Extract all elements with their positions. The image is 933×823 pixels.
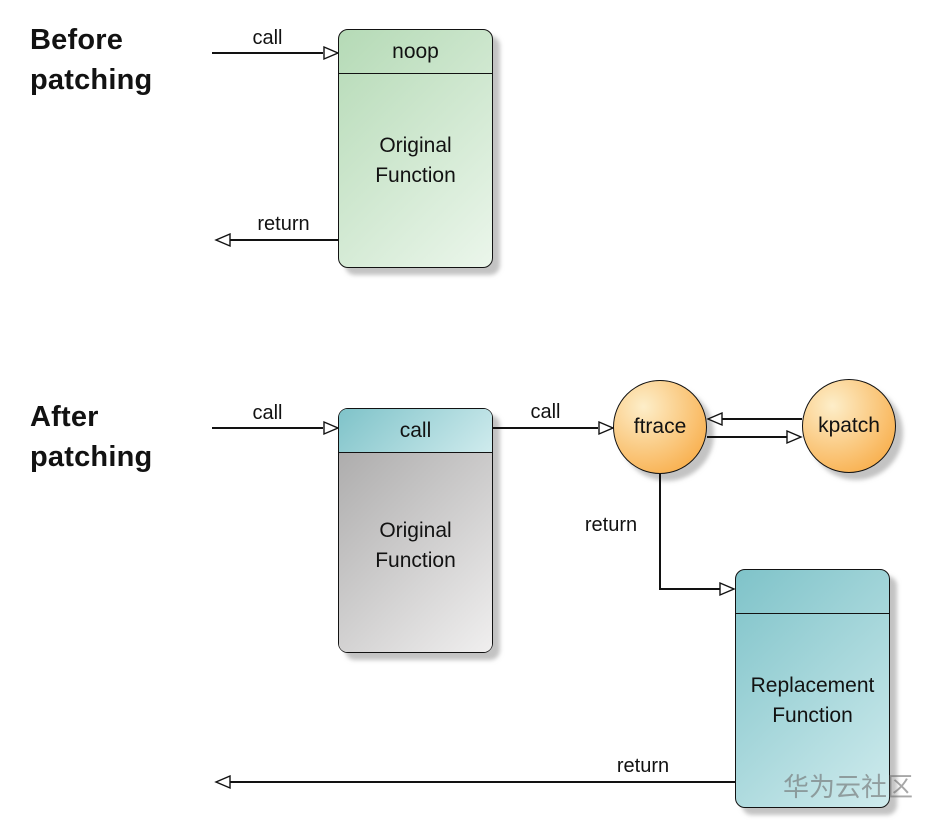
kpatch-node: kpatch [802, 379, 896, 473]
kpatch-to-ftrace-arrowhead-icon [706, 411, 723, 427]
after-box-body-line2: Function [375, 549, 456, 572]
before-box-body-line1: Original [379, 134, 452, 157]
replacement-box-body-text: Replacement Function [736, 671, 889, 731]
before-box-body-text: Original Function [339, 131, 492, 191]
ftrace-to-kpatch-arrow-line [707, 436, 787, 438]
after-box-header-call: call [339, 409, 492, 453]
after-call-arrowhead-left-icon [323, 420, 340, 436]
ftrace-return-arrowhead-icon [719, 581, 736, 597]
ftrace-return-horizontal-line [659, 588, 720, 590]
replacement-box-body-line1: Replacement [750, 674, 875, 697]
ftrace-return-label: return [584, 514, 638, 536]
after-call-arrow-line-mid [493, 427, 598, 429]
after-call-arrow-line-left [212, 427, 323, 429]
before-box-body-line2: Function [375, 164, 456, 187]
kpatch-to-ftrace-arrow-line [721, 418, 802, 420]
ftrace-node: ftrace [613, 380, 707, 474]
before-return-arrow-line [229, 239, 338, 241]
before-title-line2: patching [30, 64, 153, 96]
before-call-arrowhead-icon [323, 45, 340, 61]
before-box-header-noop: noop [339, 30, 492, 74]
before-return-label: return [257, 213, 310, 235]
before-title-line1: Before [30, 24, 124, 56]
ftrace-label: ftrace [633, 415, 687, 438]
replacement-function-box: Replacement Function [735, 569, 890, 808]
after-title-line2: patching [30, 441, 153, 473]
after-call-arrowhead-mid-icon [598, 420, 615, 436]
before-patching-title: Before patching [30, 20, 152, 100]
after-box-body-fill [339, 453, 492, 652]
replacement-box-header [736, 570, 889, 614]
after-call-label-mid: call [530, 401, 561, 423]
before-original-function-box: noop Original Function [338, 29, 493, 268]
bottom-return-arrowhead-icon [214, 774, 231, 790]
bottom-return-arrow-line [229, 781, 735, 783]
before-return-arrowhead-icon [214, 232, 231, 248]
ftrace-return-vertical-line [659, 474, 661, 589]
after-title-line1: After [30, 401, 99, 433]
after-original-function-box: call Original Function [338, 408, 493, 653]
after-box-body-line1: Original [379, 519, 452, 542]
huawei-cloud-watermark: 华为云社区 [783, 772, 914, 802]
before-call-arrow-line [212, 52, 323, 54]
kpatch-label: kpatch [818, 414, 880, 437]
bottom-return-label: return [616, 755, 670, 777]
after-box-body-text: Original Function [339, 516, 492, 576]
before-call-label: call [252, 27, 283, 49]
after-call-label-left: call [252, 402, 283, 424]
after-patching-title: After patching [30, 397, 152, 477]
replacement-box-body-line2: Function [772, 704, 853, 727]
ftrace-to-kpatch-arrowhead-icon [786, 429, 803, 445]
